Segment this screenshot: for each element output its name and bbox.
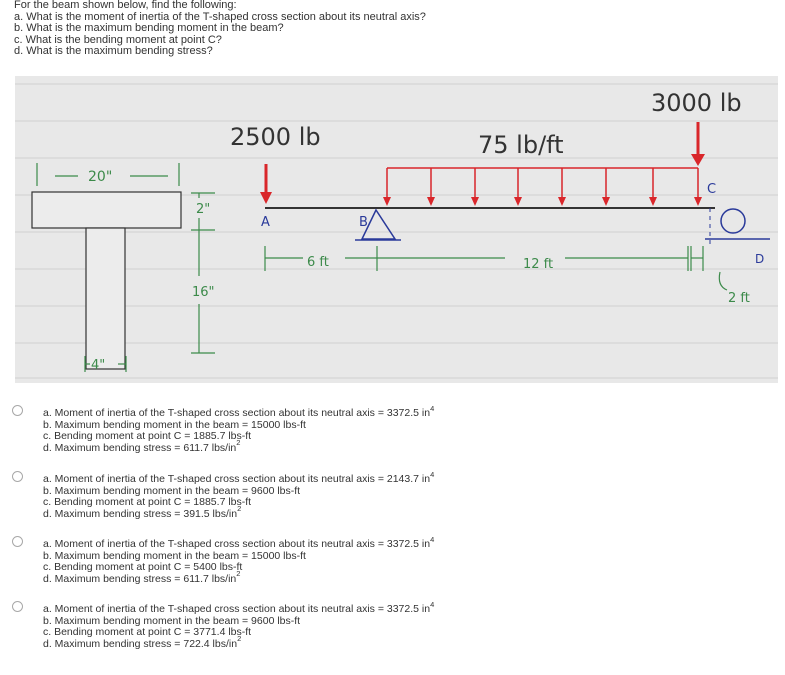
point-b-label: B xyxy=(359,215,368,230)
radio-button[interactable] xyxy=(12,536,23,547)
pin-support xyxy=(360,208,397,240)
dim-web-height-label: 16" xyxy=(192,285,215,300)
dim-flange-width xyxy=(36,163,180,186)
dim-web-width xyxy=(84,356,127,372)
load-right-label: 3000 lb xyxy=(651,89,742,117)
option-line-d: d. Maximum bending stress = 722.4 lbs/in… xyxy=(43,634,242,650)
question-part-b: b. What is the maximum bending moment in… xyxy=(14,22,284,35)
option-line-a: a. Moment of inertia of the T-shaped cro… xyxy=(43,469,435,485)
question-intro: For the beam shown below, find the follo… xyxy=(14,0,237,11)
dim-vertical xyxy=(191,192,215,354)
option-line-a: a. Moment of inertia of the T-shaped cro… xyxy=(43,599,435,615)
option-line-b: b. Maximum bending moment in the beam = … xyxy=(43,614,301,627)
t-flange xyxy=(31,191,182,229)
question-part-d: d. What is the maximum bending stress? xyxy=(14,45,213,58)
point-c-label: C xyxy=(707,182,716,197)
radio-button[interactable] xyxy=(12,405,23,416)
dim-flange-width-label: 20" xyxy=(88,169,112,185)
option-line-c: c. Bending moment at point C = 1885.7 lb… xyxy=(43,430,252,443)
dim-flange-thick-label: 2" xyxy=(196,202,210,217)
span-ab-label: 6 ft xyxy=(307,255,329,270)
point-d-label: D xyxy=(755,252,764,266)
option-line-c: c. Bending moment at point C = 5400 lbs-… xyxy=(43,561,243,574)
question-block: For the beam shown below, find the follo… xyxy=(14,0,426,58)
distributed-load xyxy=(383,167,702,206)
load-right-arrowhead xyxy=(691,154,705,166)
roller-support xyxy=(720,208,746,234)
option-line-d: d. Maximum bending stress = 611.7 lbs/in… xyxy=(43,569,241,585)
beam-figure: 20" 2" 16" 4" 2500 lb A 75 lb/ft xyxy=(15,76,778,383)
option-line-a: a. Moment of inertia of the T-shaped cro… xyxy=(43,403,435,419)
option-line-d: d. Maximum bending stress = 391.5 lbs/in… xyxy=(43,504,242,520)
option-line-a: a. Moment of inertia of the T-shaped cro… xyxy=(43,534,435,550)
question-part-c: c. What is the bending moment at point C… xyxy=(14,33,222,46)
t-web xyxy=(85,227,126,370)
load-left-arrowhead xyxy=(260,192,272,204)
option-line-d: d. Maximum bending stress = 611.7 lbs/in… xyxy=(43,438,241,454)
option-line-b: b. Maximum bending moment in the beam = … xyxy=(43,418,306,431)
overhang-cd-label: 2 ft xyxy=(728,291,750,306)
point-a-label: A xyxy=(261,215,270,230)
span-bd-label: 12 ft xyxy=(523,257,553,272)
option-line-b: b. Maximum bending moment in the beam = … xyxy=(43,549,306,562)
question-part-a: a. What is the moment of inertia of the … xyxy=(14,10,426,23)
option-line-c: c. Bending moment at point C = 1885.7 lb… xyxy=(43,496,252,509)
option-line-c: c. Bending moment at point C = 3771.4 lb… xyxy=(43,626,252,639)
span-dims xyxy=(264,246,728,291)
option-line-b: b. Maximum bending moment in the beam = … xyxy=(43,484,301,497)
dim-web-width-label: 4" xyxy=(91,358,105,373)
radio-button[interactable] xyxy=(12,471,23,482)
t-cross-section xyxy=(31,191,182,370)
ruled-lines xyxy=(15,83,778,379)
load-left-label: 2500 lb xyxy=(230,123,321,151)
radio-button[interactable] xyxy=(12,601,23,612)
load-distributed-label: 75 lb/ft xyxy=(478,131,564,159)
beam-diagram: 20" 2" 16" 4" 2500 lb A 75 lb/ft xyxy=(15,83,778,379)
